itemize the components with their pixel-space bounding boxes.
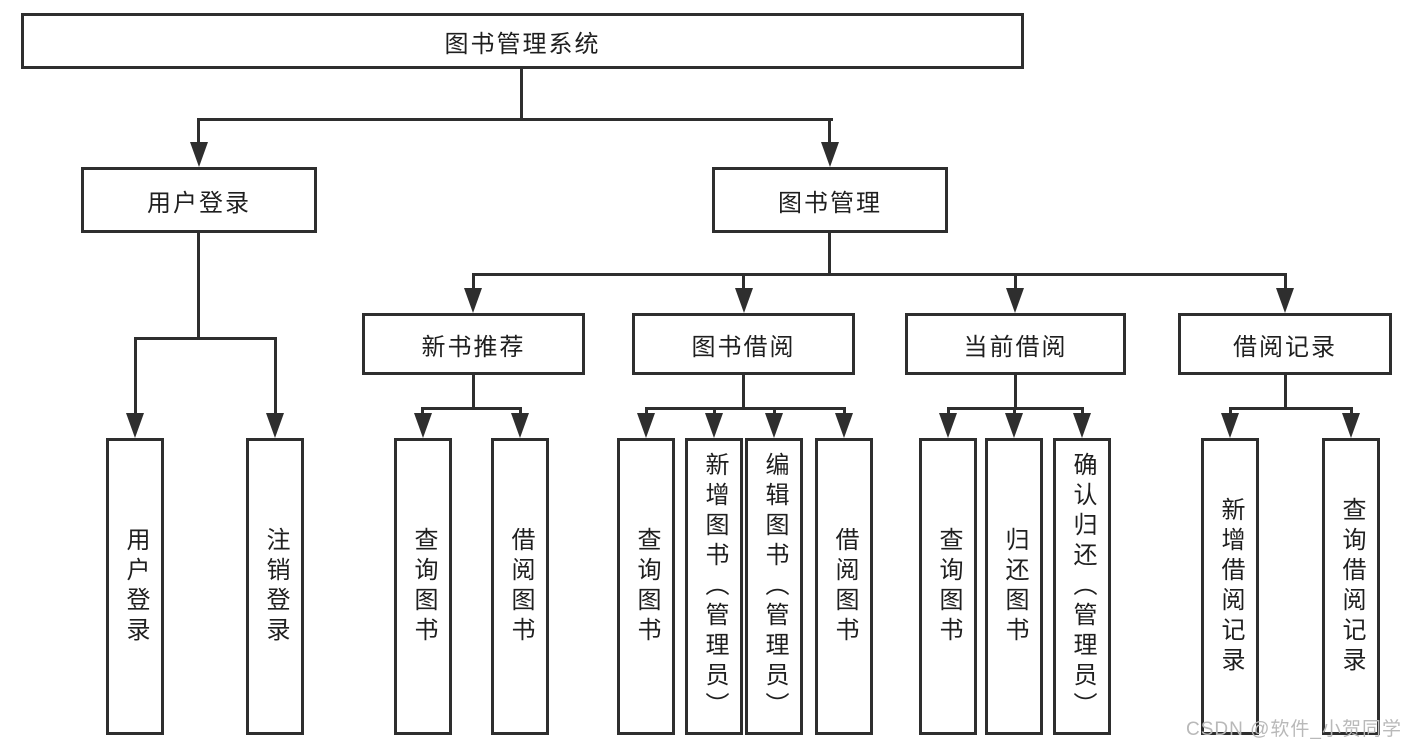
leaf-query-books-borrow: 查询图书 [617,438,675,735]
leaf-borrow-books-recommend: 借阅图书 [491,438,549,735]
leaf-add-borrow-record: 新增借阅记录 [1201,438,1259,735]
arrow-down-icon [1342,413,1360,438]
leaf-query-books-current: 查询图书 [919,438,977,735]
leaf-label: 查询图书 [935,526,962,647]
connector-line [773,407,776,417]
node-current-borrow-label: 当前借阅 [963,333,1068,361]
connector-line [843,407,846,417]
node-borrow-records-label: 借阅记录 [1233,333,1337,361]
leaf-label: 归还图书 [1001,526,1028,647]
connector-line [134,337,277,340]
arrow-down-icon [821,142,839,167]
leaf-return-books: 归还图书 [985,438,1043,735]
node-borrow-records: 借阅记录 [1178,313,1392,375]
node-new-book-recommend: 新书推荐 [362,313,585,375]
leaf-label: 编辑图书（管理员） [761,451,788,722]
node-root: 图书管理系统 [21,13,1024,69]
leaf-label: 查询图书 [633,526,660,647]
leaf-label: 借阅图书 [831,526,858,647]
connector-line [828,233,831,276]
connector-line [1229,407,1353,410]
node-new-book-recommend-label: 新书推荐 [421,333,526,361]
connector-line [421,407,424,417]
leaf-label: 注销登录 [262,526,289,647]
leaf-confirm-return-admin: 确认归还（管理员） [1053,438,1111,735]
leaf-label: 新增图书（管理员） [701,451,728,722]
connector-line [947,407,950,417]
arrow-down-icon [414,413,432,438]
arrow-down-icon [939,413,957,438]
csdn-watermark: CSDN @软件_小贺同学 [1186,719,1402,740]
arrow-down-icon [705,413,723,438]
arrow-down-icon [511,413,529,438]
leaf-query-borrow-record: 查询借阅记录 [1322,438,1380,735]
node-user-login: 用户登录 [81,167,317,233]
connector-line [197,118,200,146]
node-user-login-label: 用户登录 [147,189,251,217]
connector-line [713,407,716,417]
connector-line [1013,407,1016,417]
connector-line [197,233,200,340]
leaf-query-books-recommend: 查询图书 [394,438,452,735]
arrow-down-icon [637,413,655,438]
leaf-label: 新增借阅记录 [1217,496,1244,677]
leaf-edit-books-admin: 编辑图书（管理员） [745,438,803,735]
node-current-borrow: 当前借阅 [905,313,1126,375]
connector-line [1284,273,1287,291]
arrow-down-icon [1006,288,1024,313]
arrow-down-icon [835,413,853,438]
arrow-down-icon [1276,288,1294,313]
leaf-label: 借阅图书 [507,526,534,647]
connector-line [197,118,833,121]
connector-line [1284,375,1287,410]
leaf-borrow-books-borrow: 借阅图书 [815,438,873,735]
arrow-down-icon [1073,413,1091,438]
connector-line [742,375,745,410]
connector-line [472,273,475,291]
connector-line [828,118,831,146]
node-root-label: 图书管理系统 [444,30,601,58]
leaf-label: 确认归还（管理员） [1069,451,1096,722]
leaf-add-books-admin: 新增图书（管理员） [685,438,743,735]
arrow-down-icon [765,413,783,438]
connector-line [134,337,137,415]
arrow-down-icon [126,413,144,438]
connector-line [1229,407,1232,417]
leaf-user-login: 用户登录 [106,438,164,735]
connector-line [520,69,523,121]
leaf-label: 查询图书 [410,526,437,647]
arrow-down-icon [1221,413,1239,438]
arrow-down-icon [190,142,208,167]
arrow-down-icon [1005,413,1023,438]
node-book-borrow: 图书借阅 [632,313,855,375]
connector-line [1014,273,1017,291]
connector-line [519,407,522,417]
connector-line [422,407,522,410]
node-book-borrow-label: 图书借阅 [691,333,796,361]
leaf-logout: 注销登录 [246,438,304,735]
node-book-management-label: 图书管理 [778,189,882,217]
arrow-down-icon [464,288,482,313]
leaf-label: 用户登录 [122,526,149,647]
node-book-management: 图书管理 [712,167,948,233]
connector-line [1081,407,1084,417]
leaf-label: 查询借阅记录 [1338,496,1365,677]
connector-line [1350,407,1353,417]
connector-line [274,337,277,415]
connector-line [645,407,846,410]
connector-line [742,273,745,291]
arrow-down-icon [735,288,753,313]
connector-line [472,273,1287,276]
connector-line [472,375,475,410]
connector-line [645,407,648,417]
arrow-down-icon [266,413,284,438]
connector-line [1014,375,1017,410]
